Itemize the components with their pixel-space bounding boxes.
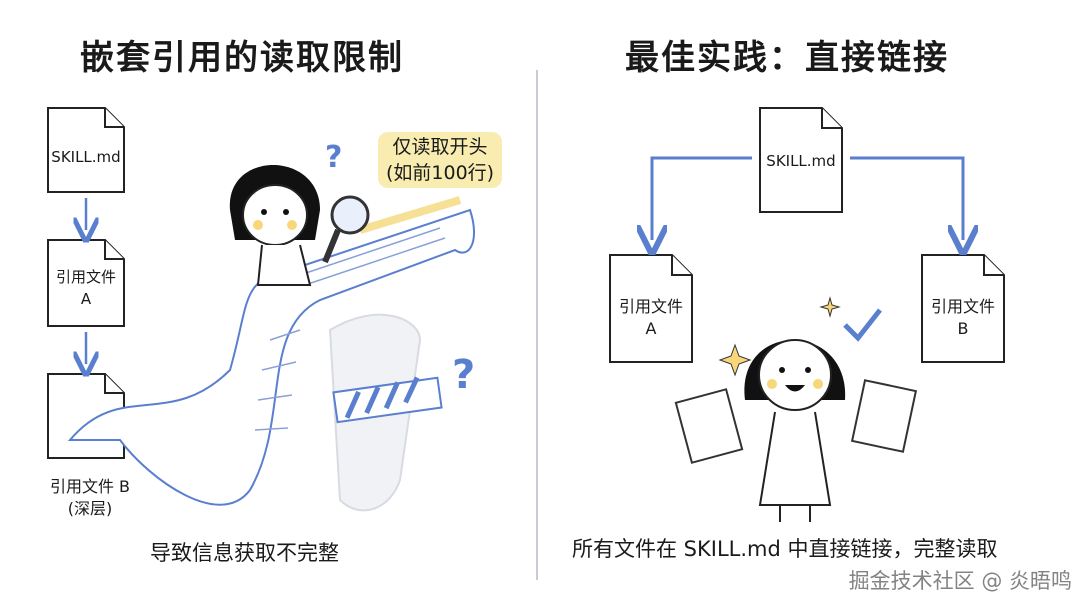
scroll-lines [254, 227, 446, 431]
doc-ref-a-right-icon [609, 254, 693, 363]
doc-b-line1: 引用文件 [930, 297, 995, 316]
held-paper-left-icon [674, 388, 744, 464]
note-line1: 仅读取开头 [392, 136, 488, 158]
doc-ref-b-line1: 引用文件 B [49, 477, 131, 496]
highlight-lines [358, 196, 462, 234]
doc-ref-b-right-icon [921, 254, 1005, 363]
right-caption: 所有文件在 SKILL.md 中直接链接，完整读取 [572, 537, 998, 561]
broken-stripe-icon [332, 376, 443, 424]
doc-ref-b-label: 引用文件 B (深层) [30, 476, 150, 520]
held-paper-right-icon [850, 379, 918, 453]
doc-ref-a-icon [47, 239, 125, 327]
watermark: 掘金技术社区 @ 炎晤鸣 [848, 569, 1072, 593]
magnifying-glass-icon [322, 195, 370, 264]
doc-skill-md-icon [47, 107, 125, 193]
note-line2: (如前100行) [386, 162, 495, 184]
happy-girl-icon [744, 339, 846, 522]
doc-skill-md-label: SKILL.md [51, 148, 121, 166]
doc-a-line2: A [645, 319, 657, 338]
root-doc-label: SKILL.md [766, 152, 836, 170]
doc-skill-md-root-icon [759, 107, 843, 213]
paper-scroll [67, 208, 475, 506]
sparkle-icon [718, 343, 752, 377]
doc-ref-a-label: 引用文件 A [48, 266, 124, 310]
left-title: 嵌套引用的读取限制 [80, 38, 404, 78]
arrow-to-b-icon [850, 156, 963, 240]
doc-b-line2: B [957, 319, 969, 338]
confused-girl-icon [229, 165, 320, 286]
doc-ref-b-line2: (深层) [67, 499, 113, 518]
doc-a-line1: 引用文件 [618, 297, 683, 316]
checkmark-icon [843, 308, 882, 342]
doc-ref-a-right-label: 引用文件 A [610, 296, 692, 340]
sparkle-icon [819, 296, 841, 318]
doc-ref-a-line1: 引用文件 [55, 268, 116, 286]
question-mark-icon: ? [452, 352, 476, 398]
doc-ref-b-right-label: 引用文件 B [922, 296, 1004, 340]
question-mark-icon: ? [325, 140, 343, 175]
read-limit-note: 仅读取开头 (如前100行) [378, 132, 503, 188]
left-caption: 导致信息获取不完整 [150, 541, 339, 565]
right-title: 最佳实践：直接链接 [625, 38, 949, 78]
doc-ref-a-line2: A [80, 290, 92, 308]
arrow-to-a-icon [652, 156, 752, 240]
